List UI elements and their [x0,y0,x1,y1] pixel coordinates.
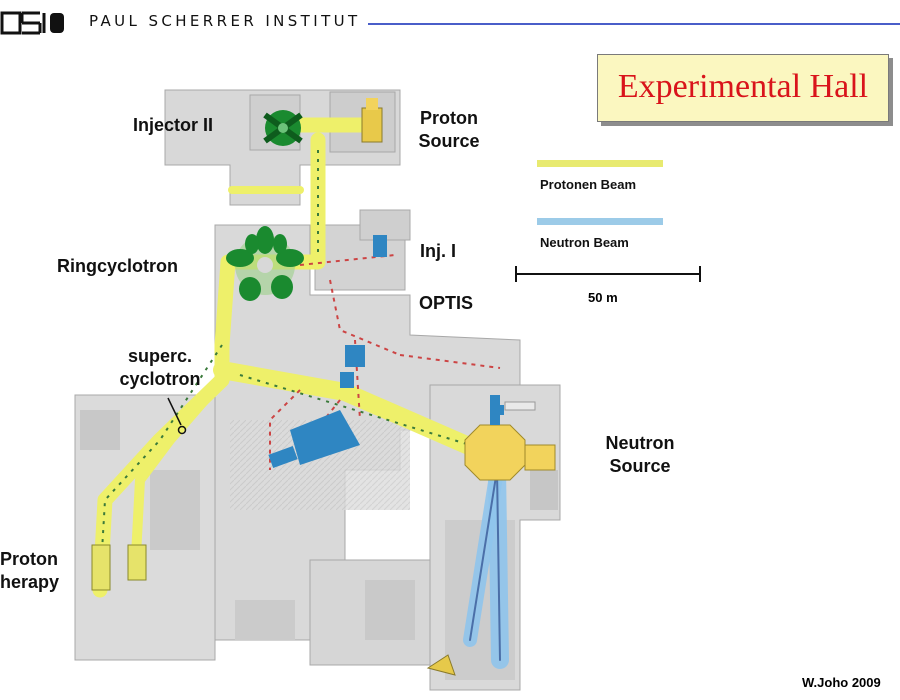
author-credit: W.Joho 2009 [802,675,881,690]
superc-cyclotron-pointer [167,397,187,435]
label-injector-2: Injector II [133,115,214,135]
label-proton-source: Proton Source [410,107,488,153]
header-rule [368,23,900,25]
psi-logo [0,10,64,36]
label-superc-cyclotron: superc. cyclotron [100,345,220,391]
legend-proton-label: Protonen Beam [540,177,637,192]
legend-proton-swatch [537,160,663,167]
scale-label: 50 m [588,290,618,305]
header-bar: PAUL SCHERRER INSTITUT [0,0,900,44]
scale-bar [516,273,700,275]
neutron-beamlines [463,461,509,669]
ringcyclotron-device [226,226,304,301]
secondary-beamlines [269,254,501,470]
beamline-markers [99,150,471,586]
label-neutron-source: Neutron Source [590,432,690,478]
label-neutron-source-line1: Neutron [605,433,675,453]
label-optis: OPTIS [419,293,474,313]
experimental-magnets [268,235,504,469]
label-proton-therapy-line2: herapy [0,572,60,592]
legend-neutron-swatch [537,218,663,225]
label-proton-therapy: Proton herapy [0,548,59,594]
injector-2-cyclotron [263,110,303,146]
label-neutron-source-line2: Source [609,456,671,476]
title-box: Experimental Hall [597,54,889,122]
proton-source-device [361,98,383,143]
label-proton-source-line2: Source [418,131,480,151]
label-superc-line2: cyclotron [119,369,201,389]
diagram-title: Experimental Hall [617,68,869,105]
proton-therapy-area [91,544,147,591]
scale-tick-right [699,266,701,282]
institute-name: PAUL SCHERRER INSTITUT [89,12,361,30]
label-inj-1: Inj. I [420,241,456,261]
label-superc-line1: superc. [127,346,193,366]
beam-dump [426,654,456,676]
neutron-source-device [464,395,556,481]
legend-neutron-label: Neutron Beam [540,235,629,250]
label-ringcyclotron: Ringcyclotron [57,256,179,276]
scale-tick-left [515,266,517,282]
label-proton-therapy-line1: Proton [0,549,58,569]
label-proton-source-line1: Proton [420,108,478,128]
